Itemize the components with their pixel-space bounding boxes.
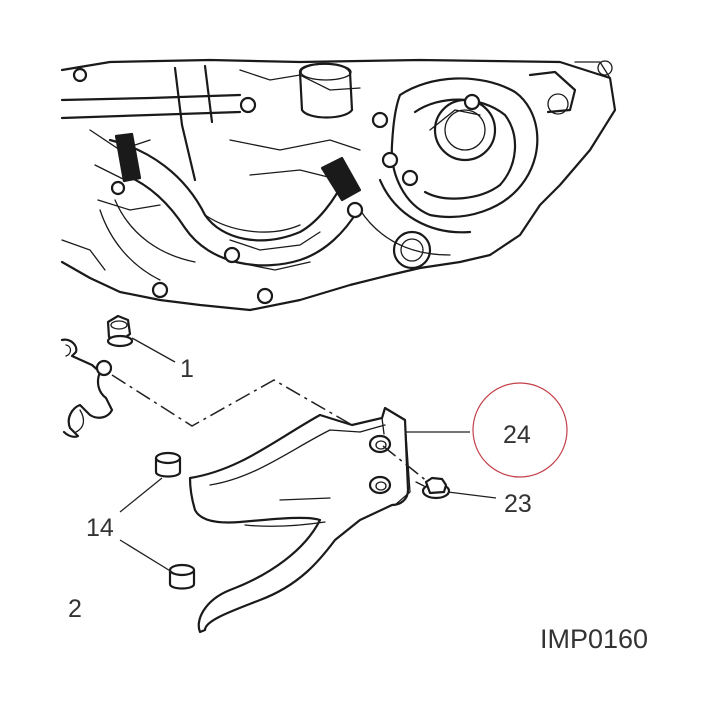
callout-14: 14: [86, 514, 114, 542]
part-14-spacer-upper: [154, 451, 182, 478]
callout-1: 1: [180, 355, 194, 383]
left-bracket-illustration: [60, 338, 114, 438]
part-1-flange-nut: [106, 314, 134, 348]
assembly-centerlines: [111, 374, 429, 483]
callout-24-highlight-circle: [472, 382, 568, 478]
callout-24: 24: [503, 421, 531, 449]
callout-23: 23: [504, 490, 532, 518]
engine-bolts: [72, 67, 481, 305]
part-24-guard-plate: [188, 406, 411, 634]
part-23-flange-bolt: [415, 476, 451, 500]
callout-2: 2: [68, 595, 82, 623]
leader-lines: [119, 337, 497, 573]
figure-code: IMP0160: [540, 624, 648, 654]
part-14-spacer-lower: [168, 563, 196, 590]
engine-assembly-illustration: [60, 58, 617, 312]
